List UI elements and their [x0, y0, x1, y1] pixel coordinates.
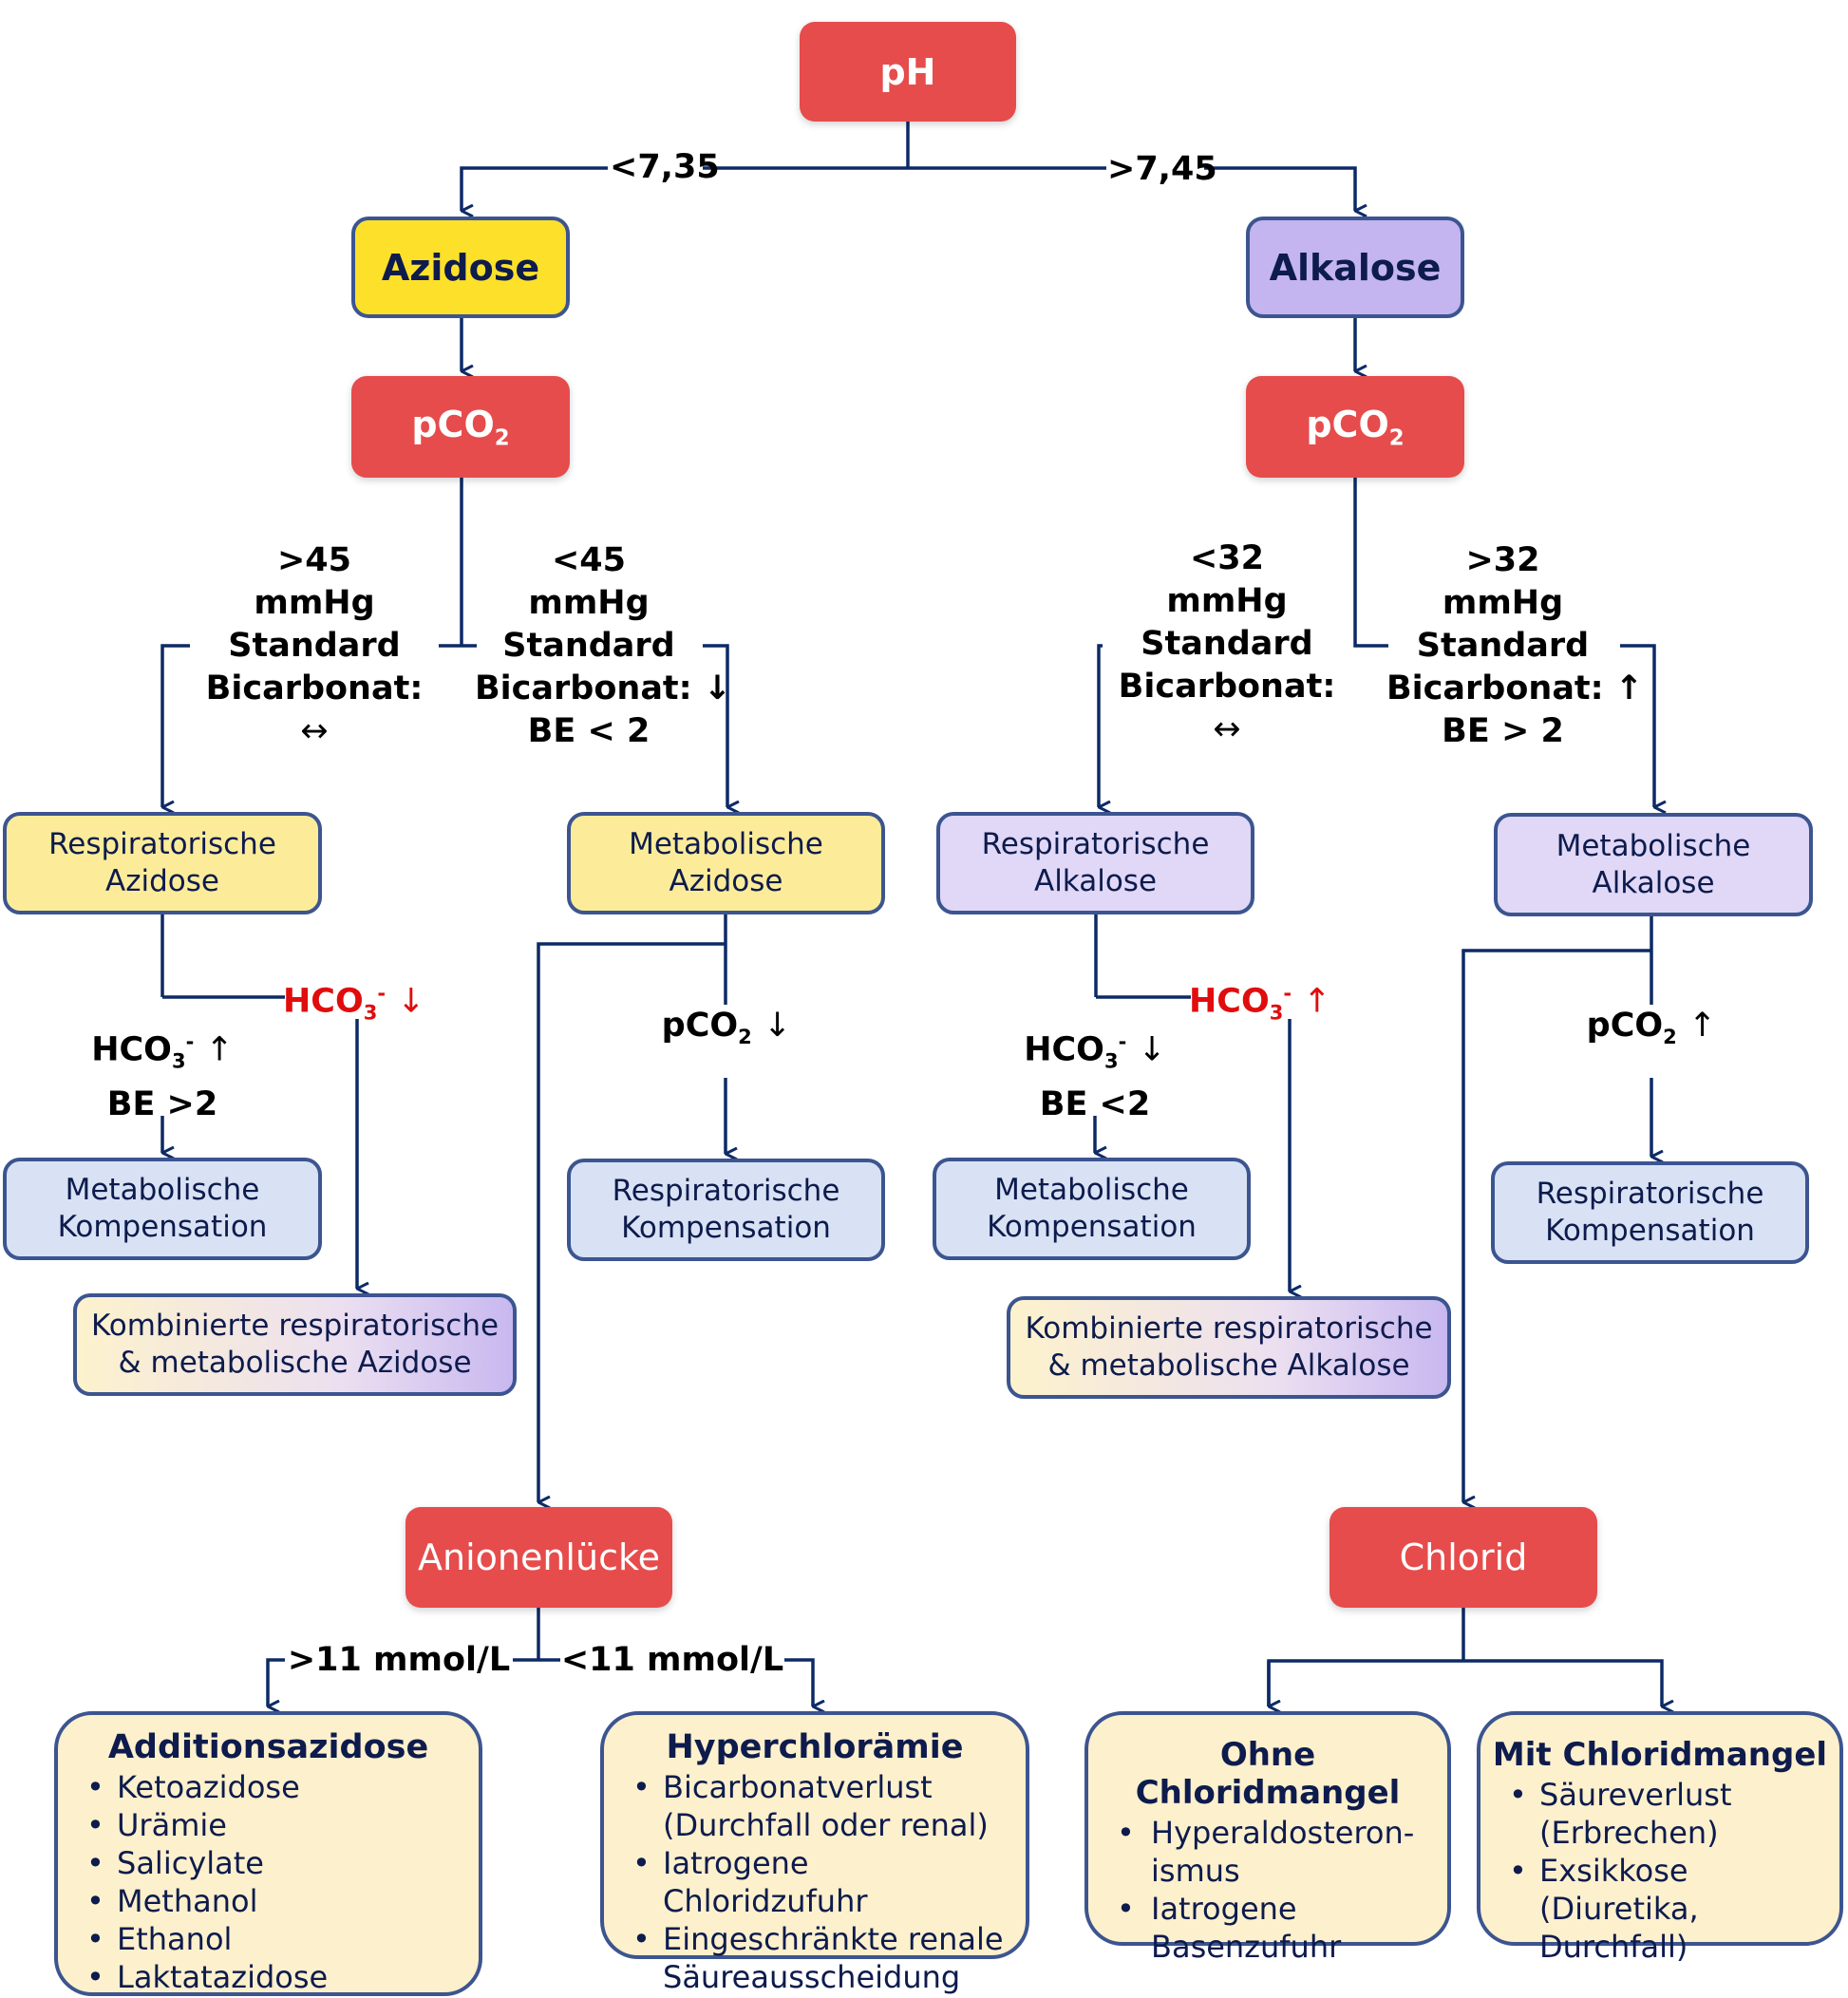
- branch-label-alkaline: >7,45: [1107, 150, 1217, 188]
- without-chloride-deficit-box: Ohne Chloridmangel Hyperaldosteron-ismus…: [1084, 1711, 1451, 1965]
- list-item: Eingeschränkte renale Säureausscheidung: [604, 1920, 1014, 1996]
- list-item: Säureverlust (Erbrechen): [1480, 1776, 1830, 1852]
- resp-al-hco3-down-label: HCO3- ↓ BE <2: [1024, 1030, 1166, 1123]
- azidose-pco2-node: pCO2: [351, 376, 570, 478]
- connector-met-al-left: [1461, 949, 1651, 1502]
- connector-az-split-right: [462, 644, 727, 807]
- without-chloride-deficit-title: Ohne Chloridmangel: [1135, 1736, 1401, 1812]
- without-chloride-deficit-list: Hyperaldosteron-ismus Iatrogene Basenzuf…: [1088, 1814, 1447, 1966]
- resp-az-hco3-down-label: HCO3- ↓: [283, 982, 425, 1025]
- met-al-pco2-label: pCO2 ↑: [1580, 1005, 1723, 1059]
- connector-al-pco2-stem: [1353, 478, 1388, 648]
- connector-al-split-right: [1620, 644, 1654, 807]
- with-chloride-deficit-title: Mit Chloridmangel: [1492, 1736, 1828, 1774]
- connector-gap-right: [538, 1658, 813, 1706]
- connector-chlorid-split: [1267, 1659, 1662, 1706]
- with-chloride-deficit-list: Säureverlust (Erbrechen) Exsikkose (Diur…: [1480, 1776, 1839, 1966]
- list-item: Salicylate: [58, 1844, 328, 1882]
- with-chloride-deficit-box: Mit Chloridmangel Säureverlust (Erbreche…: [1477, 1711, 1843, 1965]
- list-item: Methanol: [58, 1882, 328, 1920]
- connector-al-split-left: [1097, 644, 1103, 807]
- chlorid-node: Chlorid: [1329, 1507, 1597, 1608]
- list-item: Iatrogene Chloridzufuhr: [604, 1844, 1014, 1920]
- azidose-label: Azidose: [381, 246, 540, 289]
- addition-acidosis-box: Additionsazidose Ketoazidose Urämie Sali…: [54, 1711, 482, 1996]
- connector-gap-left: [268, 1658, 538, 1706]
- list-item: Laktatazidose: [58, 1958, 328, 1996]
- ph-node: pH: [800, 22, 1016, 122]
- alkalose-pco2-node: pCO2: [1246, 376, 1464, 478]
- azidose-cond-met: <45 mmHg Standard Bicarbonat: ↓ BE < 2: [475, 541, 732, 750]
- alkalose-cond-resp: <32 mmHg Standard Bicarbonat: ↔: [1118, 539, 1336, 748]
- hyperchloremia-title: Hyperchlorämie: [666, 1728, 964, 1766]
- addition-acidosis-title: Additionsazidose: [107, 1728, 429, 1766]
- resp-al-hco3-up-label: HCO3- ↑: [1189, 982, 1331, 1025]
- gap-low-label: <11 mmol/L: [560, 1641, 784, 1679]
- azidose-cond-resp: >45 mmHg Standard Bicarbonat: ↔: [205, 541, 424, 750]
- gap-high-label: >11 mmol/L: [287, 1641, 511, 1679]
- list-item: Iatrogene Basenzufuhr: [1088, 1890, 1419, 1966]
- alkalose-label: Alkalose: [1269, 246, 1442, 289]
- list-item: Ketoazidose: [58, 1768, 328, 1806]
- alkalose-cond-met: >32 mmHg Standard Bicarbonat: ↑ BE > 2: [1386, 541, 1644, 750]
- az-combined-node: Kombinierte respiratorische& metabolisch…: [73, 1293, 517, 1396]
- alkalose-pco2-label: pCO2: [1306, 403, 1405, 451]
- hyperchloremia-box: Hyperchlorämie Bicarbonatverlust (Durchf…: [600, 1711, 1029, 1995]
- list-item: Hyperaldosteron-ismus: [1088, 1814, 1419, 1890]
- addition-acidosis-list: Ketoazidose Urämie Salicylate Methanol E…: [58, 1768, 328, 1996]
- met-az-pco2-label: pCO2 ↓: [655, 1005, 798, 1059]
- hyperchloremia-list: Bicarbonatverlust (Durchfall oder renal)…: [604, 1768, 1026, 1996]
- branch-label-acidic: <7,35: [610, 148, 720, 186]
- azidose-node: Azidose: [351, 217, 570, 318]
- list-item: Ethanol: [58, 1920, 328, 1958]
- connector-az-split-left: [162, 644, 462, 807]
- ph-label: pH: [879, 50, 936, 93]
- connector-ph-left: [462, 166, 908, 211]
- list-item: Bicarbonatverlust (Durchfall oder renal): [604, 1768, 1014, 1844]
- connector-met-az-left: [537, 942, 726, 1502]
- connector-ph-right: [908, 166, 1355, 211]
- alkalose-node: Alkalose: [1246, 217, 1464, 318]
- list-item: Exsikkose (Diuretika, Durchfall): [1480, 1852, 1830, 1966]
- list-item: Urämie: [58, 1806, 328, 1844]
- al-combined-node: Kombinierte respiratorische& metabolisch…: [1007, 1296, 1451, 1399]
- anion-gap-node: Anionenlücke: [405, 1507, 672, 1608]
- azidose-pco2-label: pCO2: [411, 403, 510, 451]
- resp-az-hco3-up-label: HCO3- ↑ BE >2: [91, 1030, 234, 1123]
